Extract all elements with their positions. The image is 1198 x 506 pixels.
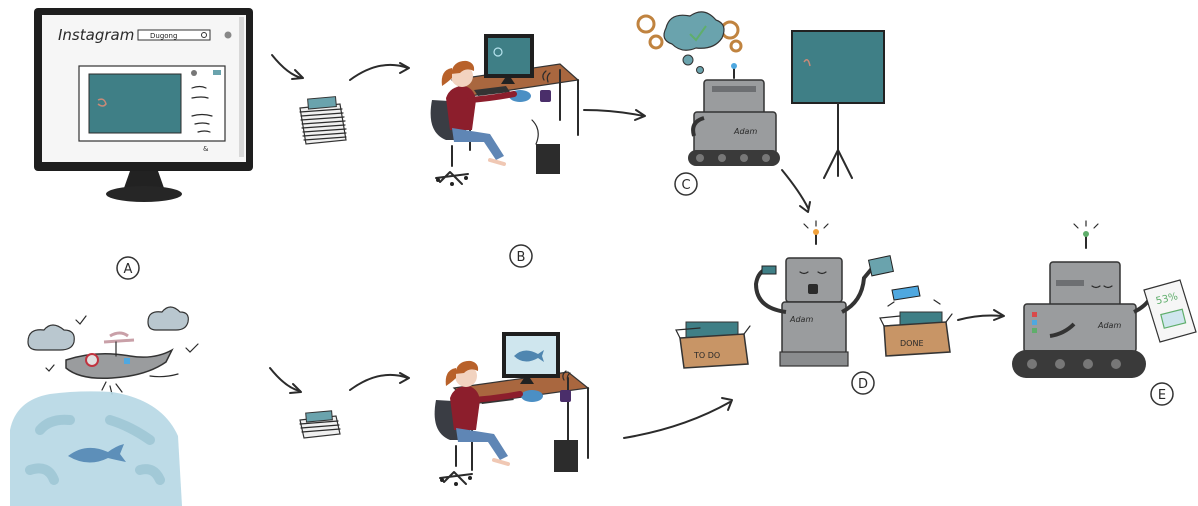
search-icon bbox=[201, 32, 207, 38]
presentation-easel bbox=[791, 30, 885, 179]
done-label: DONE bbox=[900, 339, 924, 348]
stage-label-e: E bbox=[1150, 382, 1174, 406]
stage-label-a: A bbox=[116, 256, 140, 280]
stage-label-d: D bbox=[851, 371, 875, 395]
stage-b-text: B bbox=[517, 250, 526, 265]
progress-label: 53% bbox=[1155, 291, 1179, 307]
instagram-app: Instagram Dugong & bbox=[58, 26, 232, 153]
stage-d-text: D bbox=[858, 377, 868, 392]
done-box: DONE bbox=[879, 285, 953, 357]
stage-label-c: C bbox=[674, 172, 698, 196]
image-stack-large bbox=[299, 96, 347, 145]
gear-icon bbox=[729, 39, 743, 53]
cloud-icon bbox=[147, 306, 189, 331]
gear-icon bbox=[636, 14, 656, 34]
image-stack-small bbox=[299, 410, 341, 439]
robot-sorting: Adam bbox=[753, 220, 894, 367]
flow-arrow bbox=[269, 367, 302, 394]
search-box[interactable]: Dugong bbox=[137, 29, 211, 41]
progress-sheet: 53% bbox=[1143, 279, 1197, 343]
stage-c-text: C bbox=[681, 178, 690, 193]
profile-icon[interactable] bbox=[224, 31, 232, 39]
annotator-desk-bottom bbox=[434, 332, 590, 486]
robot-thinking: Adam bbox=[636, 11, 780, 166]
avatar bbox=[191, 70, 197, 76]
robot-name-e: Adam bbox=[1097, 321, 1121, 330]
like-badge bbox=[213, 70, 221, 75]
robot-name-c: Adam bbox=[733, 127, 757, 136]
flow-arrow bbox=[957, 309, 1005, 321]
survey-drone bbox=[65, 331, 179, 395]
flow-arrow bbox=[271, 54, 304, 80]
flow-arrow bbox=[583, 109, 646, 121]
stage-e-text: E bbox=[1158, 388, 1166, 403]
held-image bbox=[867, 255, 894, 277]
sea-view bbox=[10, 391, 182, 506]
comment-glyph: & bbox=[203, 145, 209, 153]
clouds bbox=[27, 306, 199, 372]
stage-label-b: B bbox=[509, 244, 533, 268]
stage-a-text: A bbox=[124, 262, 133, 277]
flow-arrow bbox=[781, 169, 811, 213]
dugong-sketch bbox=[97, 98, 107, 107]
flow-arrow bbox=[349, 62, 410, 81]
checkmark-icon bbox=[689, 25, 707, 42]
annotator-desk-top bbox=[430, 34, 580, 186]
dugong-silhouette bbox=[68, 444, 126, 463]
robot-name-d: Adam bbox=[789, 315, 813, 324]
todo-box: TO DO bbox=[675, 321, 751, 369]
robot-trained: Adam bbox=[1012, 220, 1152, 378]
cloud-icon bbox=[27, 324, 75, 351]
gear-icon bbox=[648, 34, 664, 50]
todo-label: TO DO bbox=[693, 351, 720, 360]
flow-arrow bbox=[623, 397, 733, 439]
search-text: Dugong bbox=[150, 32, 177, 40]
fish-icon bbox=[514, 350, 544, 362]
instagram-logo: Instagram bbox=[58, 26, 134, 44]
progress-image bbox=[1160, 308, 1187, 329]
post-image bbox=[88, 73, 182, 134]
flow-arrow bbox=[349, 372, 410, 391]
